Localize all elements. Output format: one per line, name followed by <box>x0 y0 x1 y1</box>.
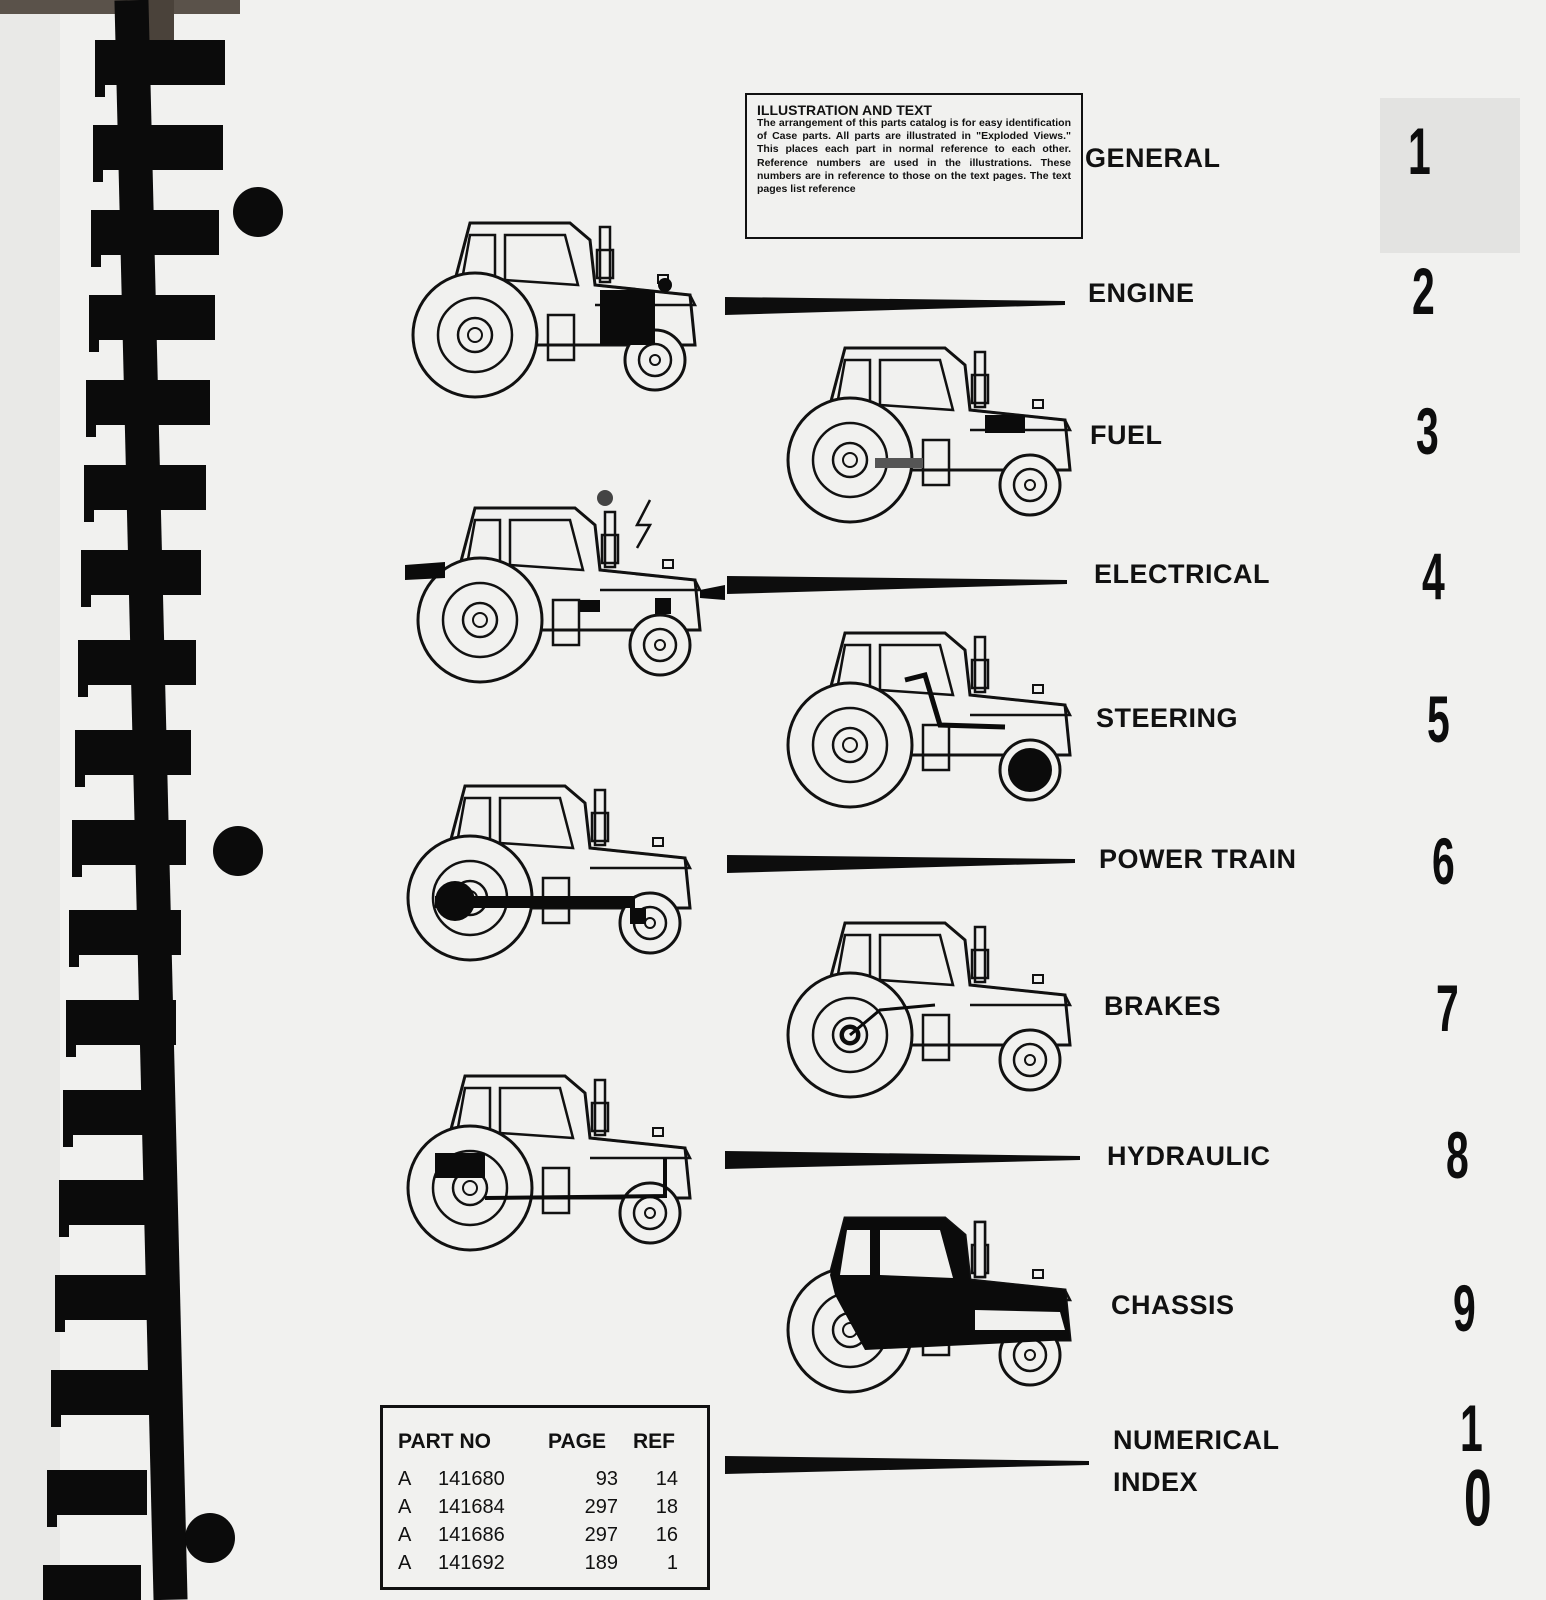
tab-number-10-digit1[interactable]: 1 <box>1460 1391 1483 1465</box>
row-prefix: A <box>398 1468 412 1490</box>
section-numerical-index-line1: NUMERICAL <box>1113 1425 1280 1455</box>
row-ref: 14 <box>655 1468 678 1490</box>
row-part-no: 141686 <box>438 1524 505 1546</box>
tractor-chassis-illustration <box>786 1216 1072 1394</box>
tab-number-9[interactable]: 9 <box>1453 1271 1476 1345</box>
pointer-electrical <box>727 576 1067 594</box>
section-numerical-index-line2: INDEX <box>1113 1467 1199 1497</box>
row-page: 297 <box>584 1524 618 1546</box>
row-prefix: A <box>398 1524 412 1546</box>
section-hydraulic[interactable]: HYDRAULIC <box>1107 1141 1271 1171</box>
pointer-power-train <box>727 855 1075 873</box>
section-fuel[interactable]: FUEL <box>1090 420 1163 450</box>
punch-hole-bottom <box>185 1513 235 1563</box>
punch-hole-top <box>233 187 283 237</box>
section-general[interactable]: GENERAL <box>1085 143 1221 173</box>
tractor-fuel-illustration <box>786 346 1072 524</box>
row-part-no: 141692 <box>438 1552 505 1574</box>
row-page: 189 <box>584 1552 618 1574</box>
column-header-ref: REF <box>633 1430 675 1453</box>
tab-number-5[interactable]: 5 <box>1427 682 1450 756</box>
section-brakes[interactable]: BRAKES <box>1104 991 1222 1021</box>
pointer-hydraulic <box>725 1151 1080 1169</box>
pointer-numerical-index <box>725 1456 1089 1474</box>
info-box-body: The arrangement of this parts catalog is… <box>757 117 1071 196</box>
section-power-train[interactable]: POWER TRAIN <box>1099 844 1297 874</box>
section-engine[interactable]: ENGINE <box>1088 278 1195 308</box>
tab-number-6[interactable]: 6 <box>1432 824 1455 898</box>
row-prefix: A <box>398 1496 412 1518</box>
row-ref: 18 <box>655 1496 678 1518</box>
column-header-page: PAGE <box>548 1430 606 1453</box>
tab-number-3[interactable]: 3 <box>1416 394 1439 468</box>
section-electrical[interactable]: ELECTRICAL <box>1094 559 1270 589</box>
tab-number-1[interactable]: 1 <box>1408 114 1431 188</box>
section-numerical-index[interactable]: NUMERICAL INDEX <box>1113 1425 1280 1497</box>
tractor-brakes-illustration <box>786 921 1072 1099</box>
tractor-engine-illustration <box>411 221 697 399</box>
illustration-info-box: ILLUSTRATION AND TEXT The arrangement of… <box>745 93 1083 239</box>
row-ref: 16 <box>655 1524 678 1546</box>
section-chassis[interactable]: CHASSIS <box>1111 1290 1235 1320</box>
row-page: 93 <box>595 1468 618 1490</box>
info-box-title: ILLUSTRATION AND TEXT <box>757 102 932 118</box>
tab-number-2[interactable]: 2 <box>1412 254 1435 328</box>
comb-binding <box>0 0 240 1600</box>
tractor-electrical-illustration <box>405 490 725 684</box>
section-steering[interactable]: STEERING <box>1096 703 1239 733</box>
show-through-tab <box>1380 98 1520 253</box>
pointer-engine <box>725 297 1065 315</box>
row-page: 297 <box>584 1496 618 1518</box>
tractor-hydraulic-illustration <box>406 1074 692 1252</box>
tab-number-8[interactable]: 8 <box>1446 1118 1469 1192</box>
tab-number-7[interactable]: 7 <box>1436 971 1459 1045</box>
punch-hole-middle <box>213 826 263 876</box>
column-header-part-no: PART NO <box>398 1430 491 1453</box>
row-part-no: 141684 <box>438 1496 505 1518</box>
tractor-steering-illustration <box>786 631 1072 809</box>
row-part-no: 141680 <box>438 1468 505 1490</box>
part-number-table: PART NO PAGE REF A 141680 93 14 A 141684… <box>380 1405 710 1590</box>
row-ref: 1 <box>666 1552 678 1574</box>
tractor-power-train-illustration <box>406 784 692 962</box>
tab-number-4[interactable]: 4 <box>1422 539 1445 613</box>
tab-number-10-digit2[interactable]: 0 <box>1464 1453 1492 1542</box>
row-prefix: A <box>398 1552 412 1574</box>
